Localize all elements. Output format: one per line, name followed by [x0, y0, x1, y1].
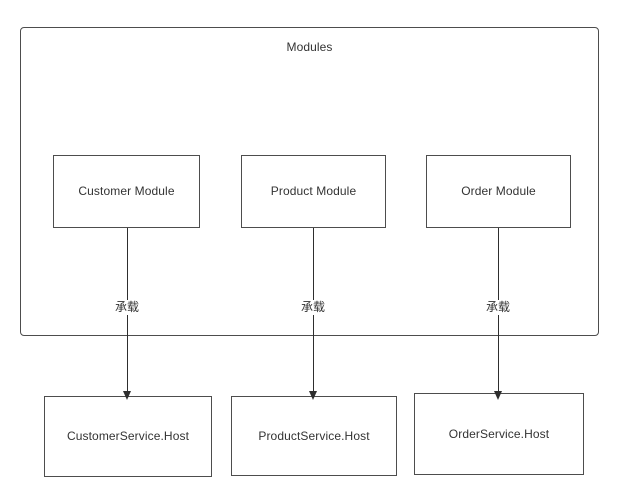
modules-group-title: Modules — [286, 40, 333, 54]
node-order-module[interactable]: Order Module — [426, 155, 571, 228]
arrow-down-icon — [494, 391, 502, 400]
node-order-service-host-label: OrderService.Host — [448, 426, 550, 441]
edge-product-label: 承载 — [297, 300, 329, 316]
node-customer-service-host[interactable]: CustomerService.Host — [44, 396, 212, 477]
node-order-service-host[interactable]: OrderService.Host — [414, 393, 584, 475]
node-customer-module[interactable]: Customer Module — [53, 155, 200, 228]
node-order-module-label: Order Module — [461, 184, 536, 199]
node-customer-module-label: Customer Module — [78, 184, 175, 199]
node-product-module-label: Product Module — [270, 184, 357, 199]
node-product-service-host-label: ProductService.Host — [258, 428, 370, 443]
arrow-down-icon — [123, 391, 131, 400]
node-product-service-host[interactable]: ProductService.Host — [231, 396, 397, 476]
modules-group-container[interactable]: Modules — [20, 27, 599, 336]
edge-customer-label: 承载 — [111, 300, 143, 316]
edge-order-label: 承载 — [482, 300, 514, 316]
arrow-down-icon — [309, 391, 317, 400]
node-product-module[interactable]: Product Module — [241, 155, 386, 228]
node-customer-service-host-label: CustomerService.Host — [66, 429, 190, 444]
